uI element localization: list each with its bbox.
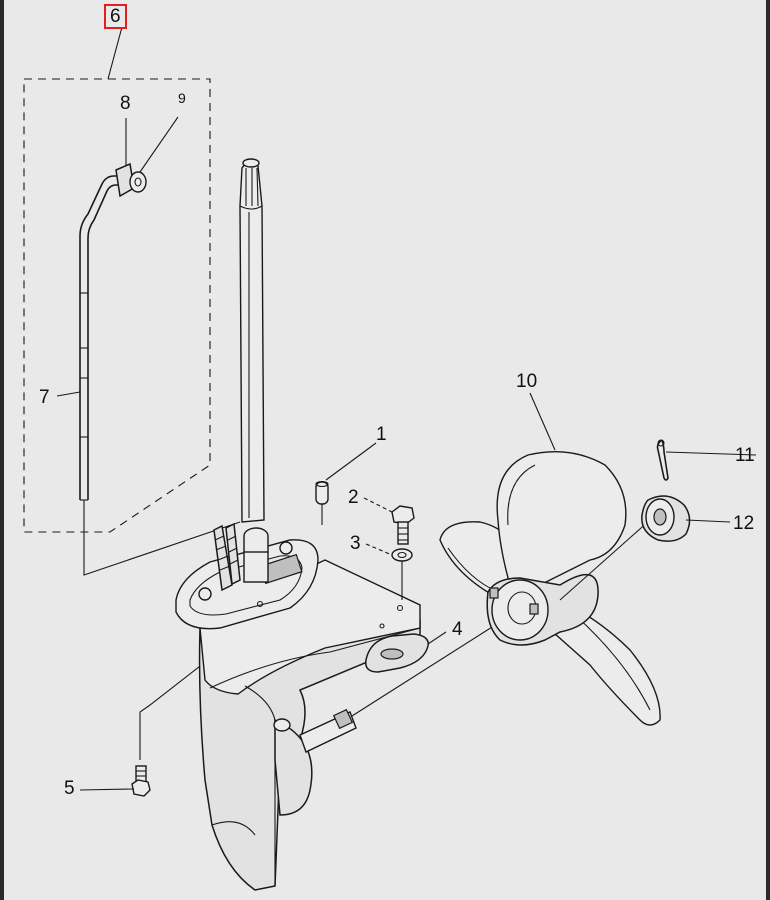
- grommet-part-9: [129, 171, 147, 193]
- propeller-shaft: [299, 621, 501, 753]
- cotter-pin-part-11: [656, 439, 757, 481]
- callout-part-11[interactable]: 11: [735, 445, 755, 466]
- spinner-nut-part-12: [641, 495, 731, 542]
- washer-part-3: [365, 543, 413, 600]
- callout-part-2[interactable]: 2: [348, 487, 359, 508]
- drive-shaft: [239, 158, 265, 523]
- callout-part-12[interactable]: 12: [733, 513, 755, 534]
- callout-part-8[interactable]: 8: [120, 93, 131, 114]
- bolt-part-2: [363, 497, 415, 545]
- callout-part-6[interactable]: 6: [104, 4, 127, 29]
- mounting-plate: [175, 539, 319, 630]
- callout-part-10[interactable]: 10: [516, 371, 538, 392]
- dowel-pin-part-1: [315, 442, 377, 525]
- callout-part-1[interactable]: 1: [376, 424, 387, 445]
- part-6-group-box: [23, 26, 211, 533]
- callout-part-3[interactable]: 3: [350, 533, 361, 554]
- callout-part-5[interactable]: 5: [64, 778, 75, 799]
- water-tube-assembly: [213, 522, 269, 592]
- callout-part-9[interactable]: 9: [178, 90, 186, 106]
- bolt-part-5: [131, 765, 151, 797]
- callout-part-4[interactable]: 4: [452, 619, 463, 640]
- anode-part-4: [365, 631, 447, 673]
- shift-rod-part-7: [79, 175, 120, 501]
- callout-part-7[interactable]: 7: [39, 387, 50, 408]
- propeller-part-10: [439, 392, 661, 726]
